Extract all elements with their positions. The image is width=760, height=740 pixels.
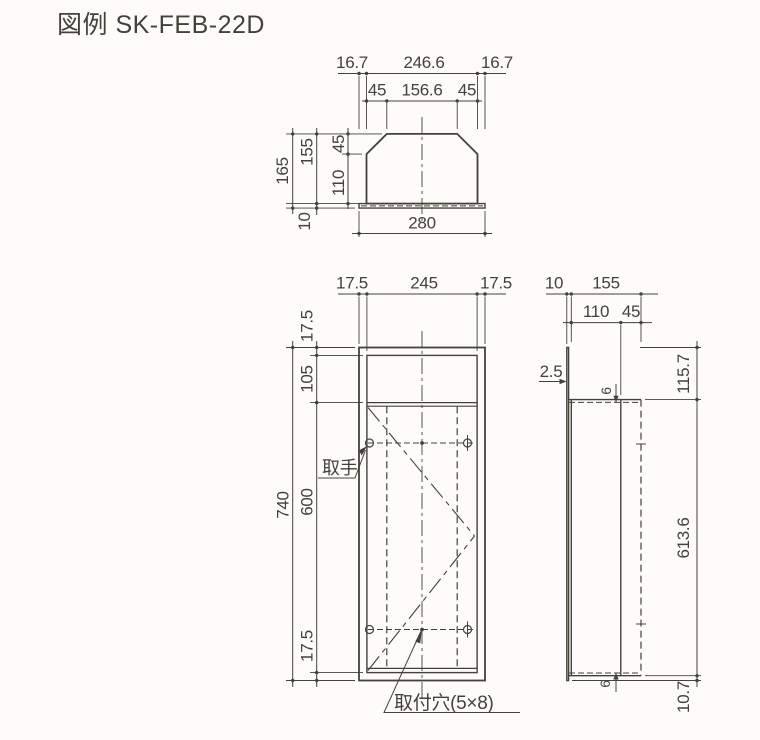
handle-callout: 取手 xyxy=(318,446,367,479)
handle-leader-arrowhead-icon xyxy=(358,446,367,456)
side-view-extension-lines xyxy=(566,296,701,681)
fv-dim-door-width: 245 xyxy=(410,274,437,293)
front-view: 17.5 245 17.5 740 17.5 105 600 17.5 取手 取… xyxy=(274,274,520,714)
sv-dim-front-offset: 10 xyxy=(545,274,563,293)
front-view-door-panel xyxy=(366,354,478,674)
door-swing-diagonal-upper xyxy=(367,407,475,537)
side-view: 10 155 110 45 2.5 115.7 613.6 10.7 6 6 xyxy=(539,274,701,713)
fv-dim-upper-panel: 105 xyxy=(298,365,317,392)
top-view-dimension-dots xyxy=(291,71,487,236)
gap-bottom-arrowhead-icon xyxy=(613,673,619,680)
handle-circle-bottom xyxy=(364,624,375,635)
mounting-hole-mark-bottom-center xyxy=(420,627,424,632)
sv-dim-body-height: 613.6 xyxy=(674,517,693,558)
fv-dim-frame-top: 17.5 xyxy=(298,310,317,342)
side-view-dimension-lines xyxy=(539,293,698,692)
tv-dim-plate-depth: 10 xyxy=(295,212,314,230)
side-view-dimension-dots xyxy=(565,292,699,683)
mounting-hole-mark-top-center xyxy=(420,441,424,445)
mount-hole-leader-line xyxy=(383,631,520,713)
top-view-extension-lines xyxy=(286,76,486,237)
tv-dim-straight-depth: 110 xyxy=(329,170,348,196)
mount-hole-label: 取付穴(5×8) xyxy=(394,692,493,714)
fv-dim-total-height: 740 xyxy=(274,491,293,518)
mount-hole-callout: 取付穴(5×8) xyxy=(383,629,520,714)
sv-dim-flange-thickness: 2.5 xyxy=(540,362,563,381)
sv-dim-gap-bottom: 6 xyxy=(597,680,613,688)
tv-dim-plate-width: 280 xyxy=(408,214,435,233)
gap-top-arrowhead-icon xyxy=(613,395,619,403)
tv-dim-left-margin: 16.7 xyxy=(336,53,368,72)
drawing-title: 図例 SK-FEB-22D xyxy=(57,11,265,39)
sv-dim-bottom-section: 10.7 xyxy=(674,681,693,713)
tv-dim-total-depth: 165 xyxy=(273,157,292,184)
fv-dim-frame-left: 17.5 xyxy=(336,274,368,293)
handle-circle-top xyxy=(364,438,375,448)
fv-dim-frame-bottom: 17.5 xyxy=(298,630,317,662)
sv-dim-straight-depth: 110 xyxy=(583,302,609,321)
sv-dim-gap-top: 6 xyxy=(598,387,614,395)
fv-dim-frame-right: 17.5 xyxy=(480,274,512,293)
tv-dim-back-width: 156.6 xyxy=(401,81,442,100)
top-view: 16.7 246.6 16.7 45 156.6 45 165 155 45 1… xyxy=(273,53,513,237)
door-swing-diagonal-lower xyxy=(367,535,475,671)
sv-dim-box-depth: 155 xyxy=(592,274,619,293)
front-view-outer-frame xyxy=(358,346,486,682)
tv-dim-chamfer-right: 45 xyxy=(458,81,476,100)
tv-dim-box-depth: 155 xyxy=(298,138,317,165)
fv-dim-opening-height: 600 xyxy=(298,488,317,515)
front-view-dimension-dots xyxy=(291,292,487,683)
front-view-hardware xyxy=(364,435,473,638)
front-view-extension-lines xyxy=(286,296,486,681)
tv-dim-opening-width: 246.6 xyxy=(403,53,444,72)
top-view-flange-plate xyxy=(358,202,486,209)
tv-dim-chamfer-depth: 45 xyxy=(329,135,348,153)
sv-dim-top-section: 115.7 xyxy=(674,354,693,394)
side-view-flange xyxy=(566,346,570,682)
thickness-arrowhead-icon xyxy=(559,378,567,385)
front-view-dimension-lines xyxy=(292,293,506,687)
sv-dim-chamfer-depth: 45 xyxy=(622,302,640,321)
tv-dim-right-margin: 16.7 xyxy=(481,53,513,72)
tv-dim-chamfer-left: 45 xyxy=(368,81,386,100)
handle-label: 取手 xyxy=(322,458,358,478)
handle-leader-line xyxy=(318,449,366,479)
mount-hole-leader-arrowhead-icon xyxy=(415,629,422,644)
